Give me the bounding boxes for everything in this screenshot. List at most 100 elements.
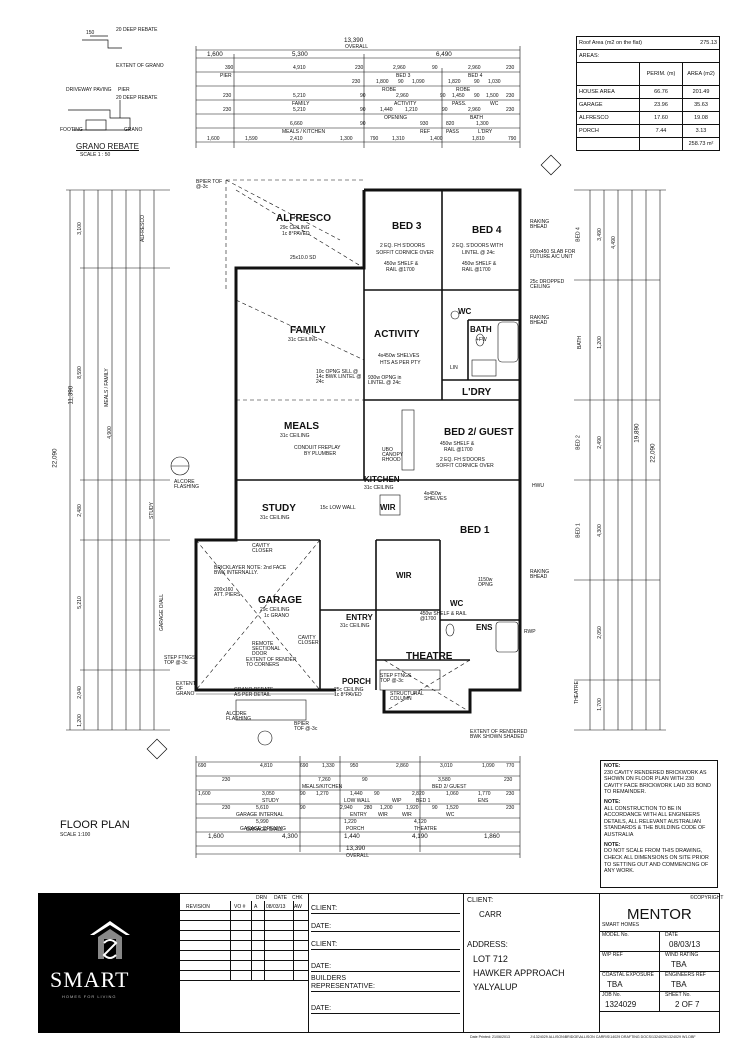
- top-pier-6: 2,960: [468, 65, 481, 71]
- table-row: PORCH 7.44 3.13: [577, 125, 719, 138]
- overall-top-dim: 13,390: [344, 37, 364, 44]
- right-seg-7: 1,700: [596, 698, 603, 711]
- top-meals-4: 1,440: [380, 107, 393, 113]
- builders-date-label: DATE:: [311, 1005, 332, 1012]
- room-meals-note1: CONDUIT FREPLAY: [294, 445, 341, 451]
- top-fam-6: 1,450: [452, 93, 465, 99]
- room-kitchen-ceiling: 31c CEILING: [364, 485, 394, 491]
- bot-c-6: 90: [374, 791, 380, 797]
- left-seg-5: 5,210: [76, 596, 83, 609]
- rev-chk-value: AW: [294, 904, 302, 910]
- bot-b-label-2: BED 2/ GUEST: [432, 784, 467, 790]
- note-opng: 1150w OPNG: [478, 577, 493, 588]
- bot-a-7: 3,010: [440, 763, 453, 769]
- room-entry-ceiling: 31c CEILING: [340, 623, 370, 629]
- top-robe-label-1: ROBE: [382, 87, 397, 93]
- file-path: J:\1324029 ALLISON\BRIDGE\ALLISON CARR\S…: [530, 1035, 696, 1039]
- note-porch-ceiling: 25c CEILING 1c 8°PAVED: [334, 687, 364, 698]
- grano-label-5: PIER: [118, 87, 130, 93]
- grano-label-4: DRIVEWAY PAVING: [66, 87, 112, 93]
- model-no-label: MODEL No.: [602, 932, 629, 938]
- bot-overall: 13,390: [346, 845, 366, 852]
- note-text-2: ALL CONSTRUCTION TO BE IN ACCORDANCE WIT…: [604, 805, 706, 839]
- room-study-ceiling: 31c CEILING: [260, 515, 290, 521]
- room-meals: MEALS: [284, 421, 319, 432]
- area-row-perim: 7.44: [640, 125, 683, 137]
- top-last-4: 1,300: [340, 136, 353, 142]
- top-fam-4: 2,960: [396, 93, 409, 99]
- room-bed3-note4: RAIL @1700: [386, 267, 415, 273]
- note-title-1: NOTE:: [604, 763, 621, 769]
- floor-plan-scale: SCALE 1:100: [60, 832, 91, 838]
- top-last-2: 1,590: [245, 136, 258, 142]
- room-bed3-note2: SOFFIT CORNICE OVER: [376, 250, 434, 256]
- top-meals-5: 1,210: [405, 107, 418, 113]
- room-activity-note1: 4x450w SHELVES: [378, 353, 420, 359]
- bot-c-7: 2,820: [412, 791, 425, 797]
- area-row-area: 3.13: [695, 128, 707, 134]
- address-label: ADDRESS:: [467, 940, 508, 949]
- note-dropped-ceiling: 25c DROPPED CEILING: [530, 279, 565, 290]
- top-last-7: 1,400: [430, 136, 443, 142]
- top-meals-6: 90: [442, 107, 448, 113]
- area-row-area: 201.49: [692, 89, 710, 95]
- area-row-name: HOUSE AREA: [577, 86, 640, 98]
- address-line-3: YALYALUP: [473, 982, 518, 992]
- room-ldry: L'DRY: [462, 387, 492, 398]
- room-bed2-note3: 2 EQ. FH S'DOORS: [440, 457, 485, 463]
- areas-label: AREAS:: [579, 53, 600, 59]
- bot-c-label-2: LOW WALL: [344, 798, 371, 804]
- revision-block: REVISION VO # DRN DATE CHK A 08/03/13 AW: [180, 893, 309, 1033]
- client-sign-block: CLIENT: DATE: CLIENT: DATE: BUILDERS REP…: [308, 893, 464, 1033]
- grano-title: GRANO REBATE: [76, 142, 139, 151]
- room-garage-ceiling: 29c CEILING: [260, 607, 290, 613]
- right-seg-1: 3,490: [596, 228, 603, 241]
- note-cavity-closer-1: CAVITY CLOSER: [252, 543, 273, 554]
- client2-sign-label: CLIENT:: [311, 941, 338, 948]
- engineers-ref-label: ENGINEERS REF: [665, 972, 706, 978]
- room-alfresco: ALFRESCO: [276, 213, 331, 224]
- note-alcore-1: ALCORE FLASHING: [174, 479, 200, 490]
- bot-a-4: 1,330: [322, 763, 335, 769]
- note-bpier-2: BPIER TOF @-3c: [294, 721, 318, 732]
- vo-header: VO #: [234, 904, 246, 910]
- roof-area-label: Roof Area (m2 on the flat): [579, 40, 642, 46]
- left-seg-4: 2,480: [76, 504, 83, 517]
- note-sectional-door: REMOTE SECTIONAL DOOR: [252, 641, 281, 657]
- rev-date-value: 08/03/13: [266, 904, 286, 910]
- top-meals-8: 230: [506, 107, 515, 113]
- room-theatre: THEATRE: [406, 651, 453, 662]
- bot-c-label-1: STUDY: [262, 798, 279, 804]
- bot-a-3: 690: [300, 763, 309, 769]
- top-fam-label-4: WC: [490, 101, 499, 107]
- bot-d-1: 230: [222, 805, 231, 811]
- room-bed4-note3: 450w SHELF &: [462, 261, 497, 267]
- note-raking-3: RAKING BHEAD: [530, 569, 550, 580]
- left-seg-7: 1,200: [76, 714, 83, 727]
- top-pier-7: 230: [506, 65, 515, 71]
- logo-tagline: HOMES FOR LIVING: [62, 994, 117, 999]
- client-address-block: CLIENT: CARR ADDRESS: LOT 712 HAWKER APP…: [463, 893, 600, 1033]
- engineers-ref-value: TBA: [671, 980, 687, 989]
- company-name: SMART HOMES: [602, 922, 640, 928]
- bot-d-label-2: ENTRY: [350, 812, 367, 818]
- note-title-2: NOTE:: [604, 799, 621, 806]
- top-fam-5: 90: [440, 93, 446, 99]
- bot-b-5: 230: [504, 777, 513, 783]
- top-fam-3: 90: [360, 93, 366, 99]
- note-extent-grano: EXTENT OF GRANO: [176, 681, 196, 697]
- bot-b-4: 3,580: [438, 777, 451, 783]
- top-meals-label-1: OPENING: [384, 115, 408, 121]
- note-grano-rebate: GRANO REBATE AS PER DETAIL: [234, 687, 274, 698]
- right-seg-3: 1,200: [596, 336, 603, 349]
- bot-b-label-1: MEALS/KITCHEN: [302, 784, 343, 790]
- room-bath: BATH: [470, 325, 492, 334]
- right-seg-6: 2,050: [596, 626, 603, 639]
- bot-f-label-1: GARAGE O/ALL: [246, 827, 283, 833]
- top-dim-2: 5,300: [292, 51, 308, 58]
- bot-a-1: 690: [198, 763, 207, 769]
- top-robe-4: 1,090: [412, 79, 425, 85]
- note-ac-slab: 900x450 SLAB FOR FUTURE A/C UNIT: [530, 249, 576, 260]
- design-name: MENTOR: [627, 906, 692, 923]
